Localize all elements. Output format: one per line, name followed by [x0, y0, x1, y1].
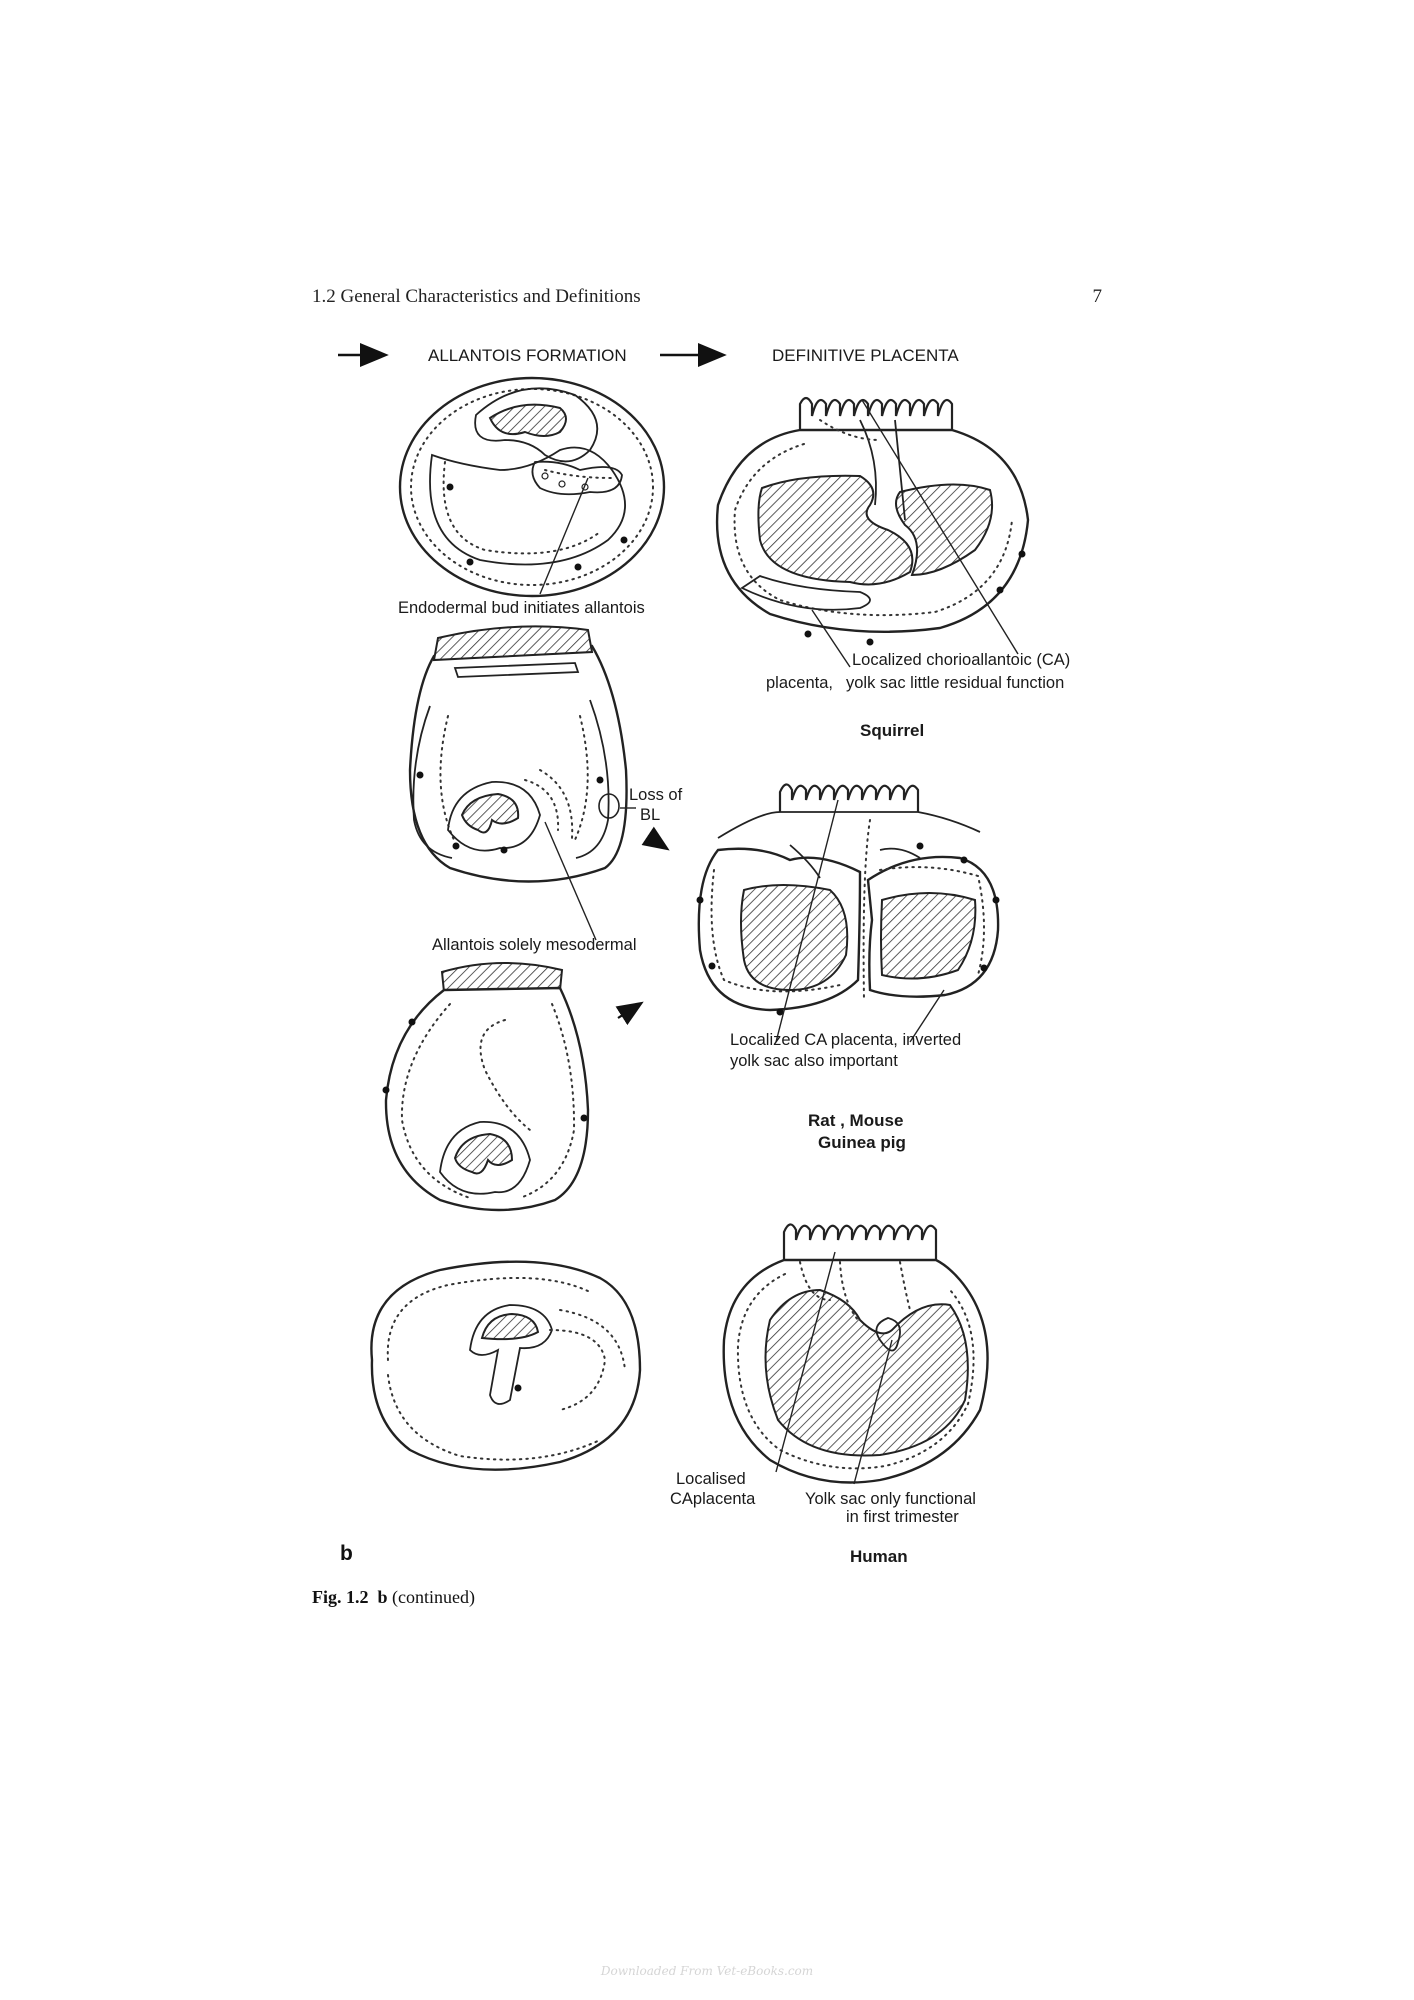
caption-label: Fig. 1.2 [312, 1587, 369, 1607]
label-rat-ca-line1: Localized CA placenta, inverted [730, 1031, 961, 1049]
drawing-allantois-stage-3 [382, 962, 590, 1212]
label-yolk-sac-little: yolk sac little residual function [846, 674, 1064, 692]
leader-rat-yolk [909, 989, 945, 1043]
drawing-allantois-stage-1 [398, 376, 666, 598]
label-localized-ca-line1: Localized chorioallantoic (CA) [852, 651, 1070, 669]
leader-human-yolk [853, 1339, 893, 1485]
label-allantois-mesodermal: Allantois solely mesodermal [432, 936, 637, 954]
label-human-localised: Localised [676, 1470, 746, 1488]
drawing-rat-mouse-placenta [696, 783, 1000, 1016]
heading-definitive-placenta: DEFINITIVE PLACENTA [772, 346, 959, 365]
species-squirrel: Squirrel [860, 721, 924, 740]
species-guinea-pig: Guinea pig [818, 1133, 906, 1152]
label-bl: BL [640, 806, 660, 824]
caption-panel: b [377, 1587, 388, 1607]
label-human-yolk-line2: in first trimester [846, 1508, 959, 1526]
section-title: 1.2 General Characteristics and Definiti… [312, 286, 641, 307]
label-human-yolk-line1: Yolk sac only functional [805, 1490, 976, 1508]
figure-caption: Fig. 1.2 b (continued) [312, 1587, 475, 1608]
leader-human-ca [775, 1251, 836, 1473]
caption-text: (continued) [392, 1587, 475, 1607]
leader-rat-ca [775, 799, 839, 1043]
drawing-human-placenta [722, 1223, 989, 1484]
leader-squirrel-ca [861, 399, 1019, 655]
drawing-allantois-stage-4 [370, 1260, 642, 1471]
label-loss-of: Loss of [629, 786, 683, 804]
arrow-to-rat [641, 826, 670, 851]
label-localized-ca-placenta: placenta, [766, 674, 833, 692]
watermark: Downloaded From Vet-eBooks.com [600, 1964, 814, 1978]
panel-letter: b [340, 1542, 353, 1565]
drawing-squirrel-placenta [715, 396, 1030, 646]
species-rat-mouse: Rat , Mouse [808, 1111, 903, 1130]
label-human-caplacenta: CAplacenta [670, 1490, 756, 1508]
leader-allantois-mesodermal [544, 821, 597, 941]
leader-squirrel-yolk [811, 609, 851, 668]
label-endodermal-bud: Endodermal bud initiates allantois [398, 599, 645, 617]
heading-allantois-formation: ALLANTOIS FORMATION [428, 346, 627, 365]
arrow-to-rat-2 [615, 1001, 644, 1026]
drawing-allantois-stage-2 [408, 625, 628, 883]
label-rat-ca-line2: yolk sac also important [730, 1052, 898, 1070]
page-number: 7 [1092, 286, 1103, 307]
leader-endodermal-bud [539, 477, 589, 595]
species-human: Human [850, 1547, 908, 1566]
